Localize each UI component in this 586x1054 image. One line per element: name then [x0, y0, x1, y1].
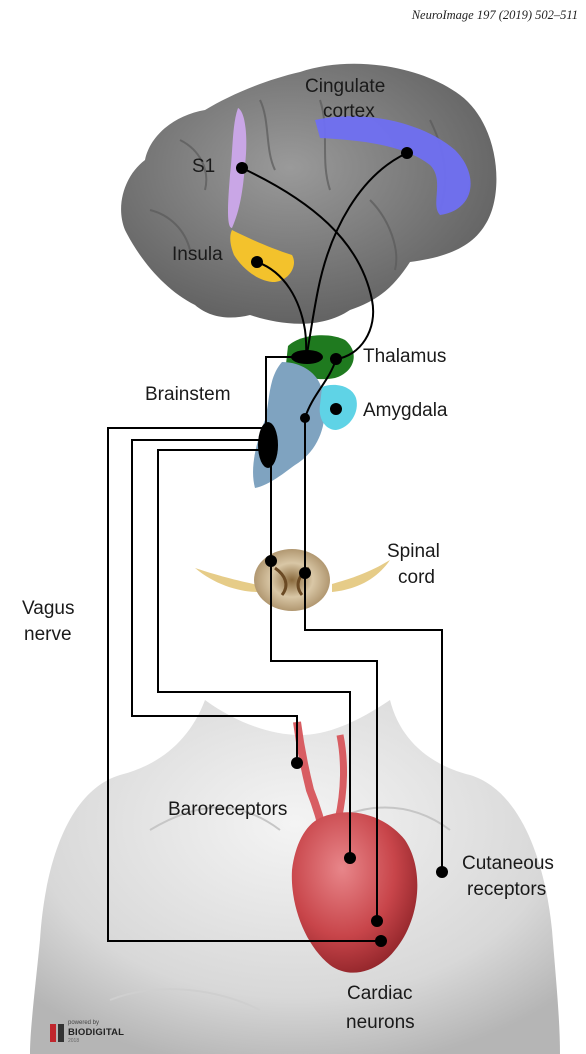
logo-year: 2018	[68, 1037, 124, 1046]
brainstem-nucleus	[258, 422, 278, 468]
node-amygdala	[330, 403, 342, 415]
label-insula: Insula	[172, 244, 223, 266]
label-amygdala: Amygdala	[363, 400, 448, 422]
node-s1	[236, 162, 248, 174]
brain	[121, 64, 496, 324]
node-cardiac-2	[375, 935, 387, 947]
node-baroreceptors	[291, 757, 303, 769]
label-spinal-line1: Spinal	[387, 541, 440, 563]
biodigital-logo-icon	[50, 1024, 64, 1042]
node-heart-upper	[344, 852, 356, 864]
thalamus-nucleus	[291, 350, 323, 364]
label-brainstem: Brainstem	[145, 384, 231, 406]
label-baroreceptors: Baroreceptors	[168, 799, 287, 821]
node-spinal-left	[265, 555, 277, 567]
label-spinal-line2: cord	[398, 567, 435, 589]
logo-brand: BIODIGITAL	[68, 1028, 124, 1037]
node-cardiac-1	[371, 915, 383, 927]
node-insula	[251, 256, 263, 268]
label-vagus-line1: Vagus	[22, 598, 74, 620]
biodigital-logo: powered by BIODIGITAL 2018	[50, 1019, 124, 1046]
node-spinal-right	[299, 567, 311, 579]
label-cutaneous-line2: receptors	[467, 879, 546, 901]
citation: NeuroImage 197 (2019) 502–511	[412, 8, 578, 23]
node-cutaneous	[436, 866, 448, 878]
node-thalamus	[330, 353, 342, 365]
node-cingulate	[401, 147, 413, 159]
label-cingulate-line2: cortex	[323, 101, 375, 123]
spinal-cord-shape	[195, 549, 390, 611]
label-cutaneous-line1: Cutaneous	[462, 853, 554, 875]
label-thalamus: Thalamus	[363, 346, 446, 368]
node-brainstem-junction	[300, 413, 310, 423]
label-cardiac-line1: Cardiac	[347, 983, 412, 1005]
label-cardiac-line2: neurons	[346, 1012, 415, 1034]
label-cingulate-line1: Cingulate	[305, 76, 385, 98]
label-vagus-line2: nerve	[24, 624, 72, 646]
label-s1: S1	[192, 156, 215, 178]
